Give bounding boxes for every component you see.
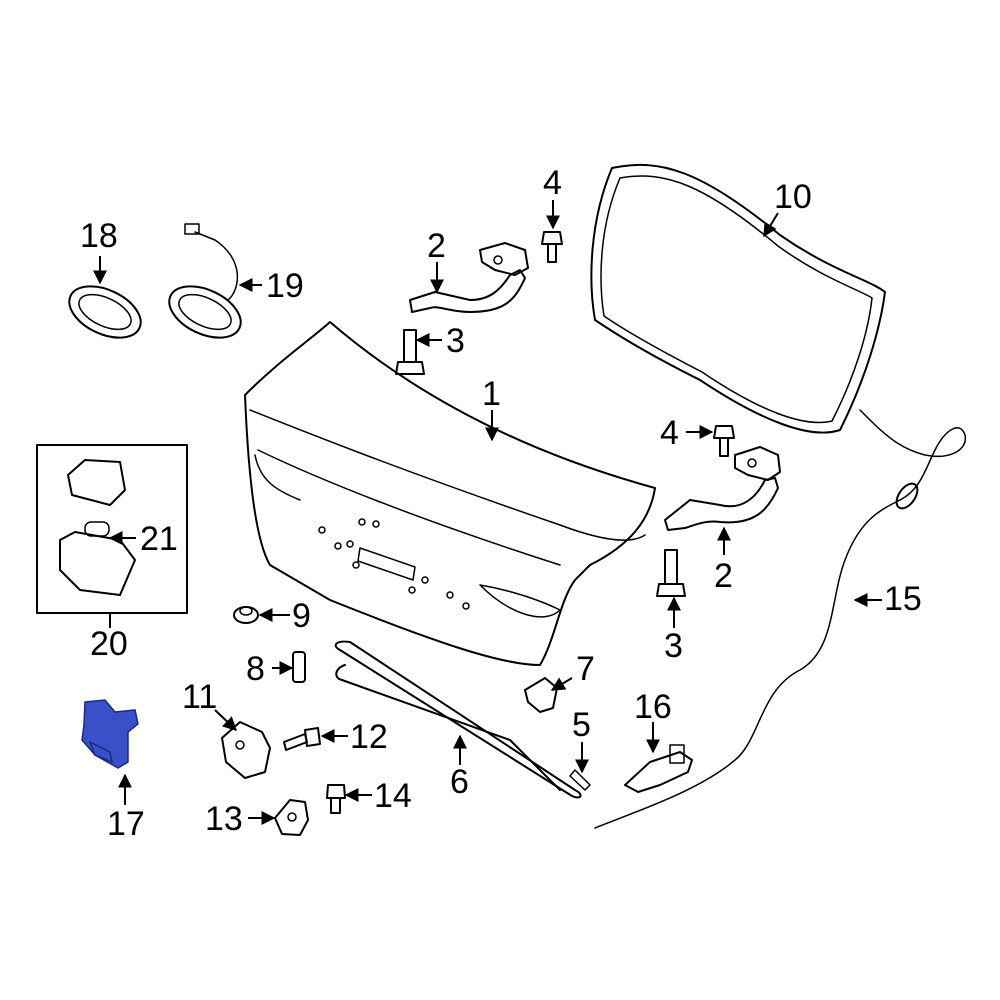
callout-3-upper: 3 bbox=[446, 322, 465, 360]
callout-2-lower: 2 bbox=[714, 557, 733, 595]
callout-2-upper: 2 bbox=[427, 227, 446, 265]
bolt-3-upper bbox=[395, 329, 425, 375]
leader-lines bbox=[93, 200, 882, 825]
callout-19: 19 bbox=[266, 267, 304, 305]
bolt-3-lower bbox=[656, 549, 686, 597]
callout-17: 17 bbox=[107, 805, 145, 843]
release-cable bbox=[594, 409, 966, 829]
callout-12: 12 bbox=[350, 718, 388, 756]
callout-16: 16 bbox=[634, 688, 672, 726]
grommet bbox=[233, 606, 259, 624]
callout-13: 13 bbox=[205, 800, 243, 838]
license-lamp-box bbox=[36, 444, 188, 614]
callout-18: 18 bbox=[80, 217, 118, 255]
callout-7: 7 bbox=[576, 650, 595, 688]
bolt-14 bbox=[326, 784, 346, 814]
callout-4-upper: 4 bbox=[543, 164, 562, 202]
callout-21: 21 bbox=[140, 520, 178, 558]
hinge-upper bbox=[409, 242, 529, 313]
bolt-4-lower bbox=[713, 425, 735, 457]
bolt-4-upper bbox=[541, 231, 563, 263]
bumper bbox=[292, 651, 306, 683]
callout-5: 5 bbox=[572, 706, 591, 744]
latch-actuator bbox=[81, 699, 139, 769]
rod-end bbox=[569, 769, 591, 791]
trunk-lid bbox=[244, 321, 656, 666]
emblem bbox=[68, 285, 142, 339]
callout-6: 6 bbox=[450, 763, 469, 801]
callout-9: 9 bbox=[292, 597, 311, 635]
release-rod bbox=[334, 640, 582, 799]
callout-8: 8 bbox=[246, 650, 265, 688]
callout-labels: 1 2 2 3 3 4 4 5 6 7 8 9 10 11 12 13 14 1… bbox=[80, 164, 922, 843]
striker bbox=[274, 799, 309, 836]
emblem-camera bbox=[168, 223, 242, 339]
callout-20: 20 bbox=[90, 625, 128, 663]
latch bbox=[221, 721, 271, 779]
bolt-12 bbox=[283, 727, 321, 751]
callout-14: 14 bbox=[374, 777, 412, 815]
callout-3-lower: 3 bbox=[664, 627, 683, 665]
rod-clip bbox=[524, 677, 558, 713]
callout-15: 15 bbox=[884, 580, 922, 618]
release-handle bbox=[624, 744, 693, 793]
hinge-lower bbox=[664, 446, 781, 531]
callout-10: 10 bbox=[774, 178, 812, 216]
weatherstrip bbox=[590, 163, 886, 434]
callout-4-lower: 4 bbox=[660, 414, 679, 452]
callout-11: 11 bbox=[182, 678, 217, 716]
callout-1: 1 bbox=[482, 375, 501, 413]
